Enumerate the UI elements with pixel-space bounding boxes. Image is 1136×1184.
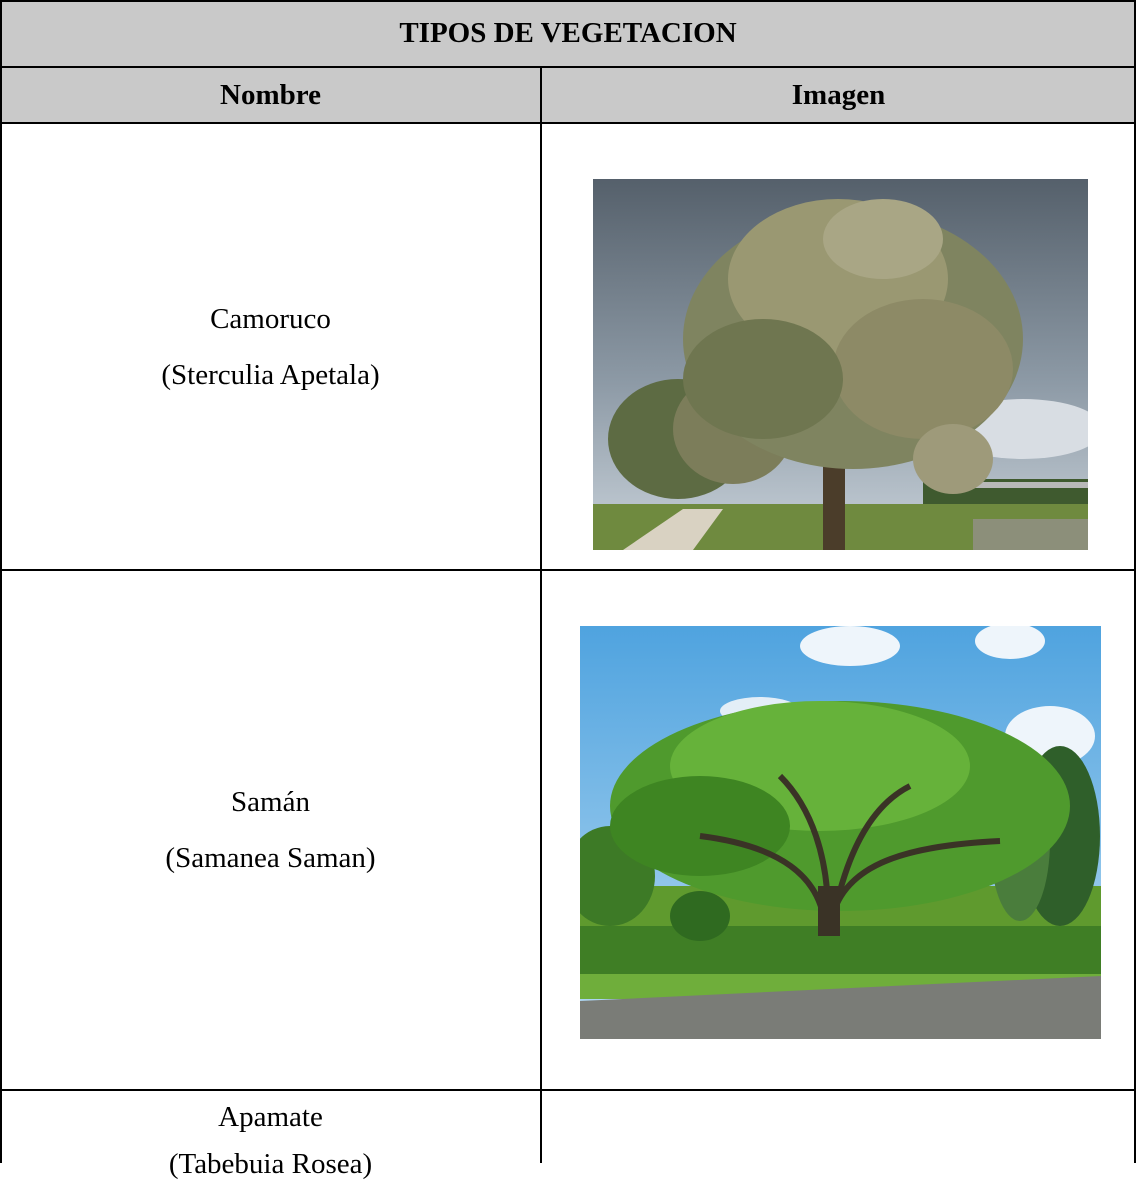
- common-name: Apamate: [218, 1101, 323, 1133]
- table-title-text: TIPOS DE VEGETACION: [399, 17, 737, 49]
- table-row-name-cell: Apamate (Tabebuia Rosea): [0, 1090, 541, 1180]
- scientific-name: (Tabebuia Rosea): [168, 1148, 373, 1180]
- border-row2-bottom: [0, 1089, 1136, 1091]
- table-row-name-cell: Camoruco (Sterculia Apetala): [0, 123, 541, 570]
- border-row1-bottom: [0, 569, 1136, 571]
- border-column-divider: [540, 67, 542, 1163]
- header-name: Nombre: [0, 67, 541, 123]
- table-row-name-cell: Samán (Samanea Saman): [0, 570, 541, 1090]
- border-right: [1134, 0, 1136, 1163]
- border-header-bottom: [0, 122, 1136, 124]
- header-image-text: Imagen: [791, 78, 886, 111]
- header-name-text: Nombre: [220, 78, 321, 111]
- border-title-bottom: [0, 66, 1136, 68]
- common-name: Samán: [231, 786, 310, 818]
- border-left: [0, 0, 2, 1163]
- border-top: [0, 0, 1136, 2]
- scientific-name: (Sterculia Apetala): [161, 358, 380, 391]
- scientific-name: (Samanea Saman): [165, 842, 376, 874]
- saman-tree-photo: [580, 626, 1101, 1039]
- table-title: TIPOS DE VEGETACION: [0, 0, 1136, 67]
- header-image: Imagen: [541, 67, 1136, 123]
- camoruco-tree-photo: [593, 179, 1088, 550]
- common-name: Camoruco: [210, 302, 331, 335]
